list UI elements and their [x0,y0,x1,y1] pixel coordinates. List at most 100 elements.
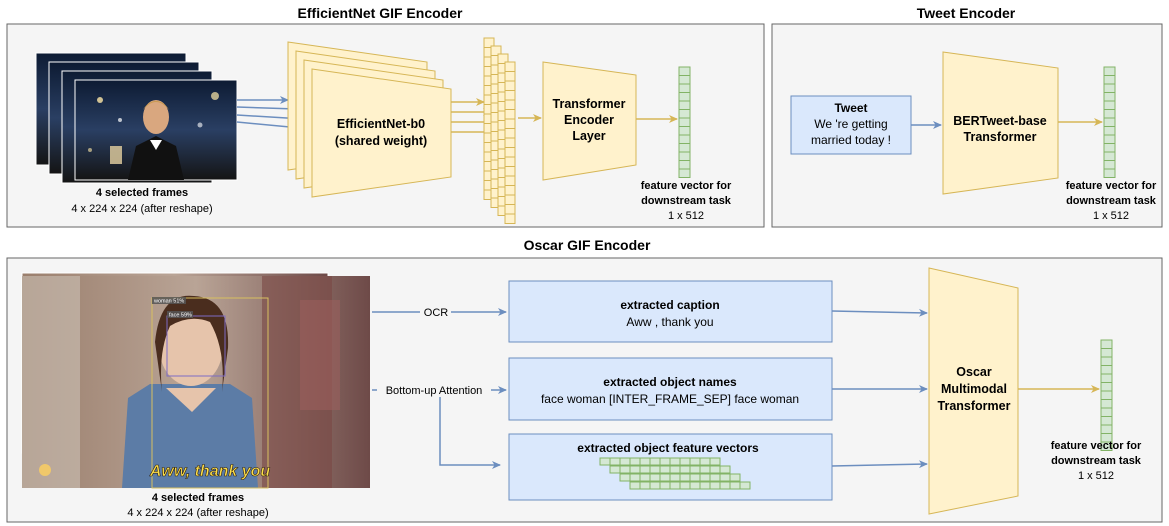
oscar-frames-shape: 4 x 224 x 224 (after reshape) [127,507,268,519]
gif-frame-front [74,79,238,181]
feature-cell [689,481,701,490]
tweet-input-line2: married today ! [811,133,891,147]
feature-cell [639,465,651,474]
feature-cell [689,465,701,474]
efficientnet-output-label-line1: feature vector for [641,180,732,192]
vector-cell [1103,134,1116,144]
tweet-input-box [790,95,912,155]
feature-cell [729,481,741,490]
extracted-object-names-text: face woman [INTER_FRAME_SEP] face woman [541,392,799,406]
token-cell [504,99,516,110]
extracted-caption-box [508,280,833,343]
vector-cell [678,126,691,136]
vector-cell [1103,126,1116,136]
tweet-input-title: Tweet [834,101,867,115]
feature-cell [669,465,681,474]
oscar-gif-frame-front: woman 51% face 59% Aww, thank you [22,276,370,489]
bertweet-label-line2: Transformer [964,130,1037,144]
tweet-output-label-line1: feature vector for [1066,180,1157,192]
detection-label-woman: woman 51% [153,299,184,305]
tweet-output-vector [1103,66,1116,178]
token-cell [504,137,516,148]
feature-cell [649,457,661,466]
transformer-label-line2: Encoder [564,113,614,127]
efficientnet-output-label-line2: downstream task [641,195,732,207]
vector-cell [678,83,691,93]
vector-cell [1100,382,1113,392]
feature-cell [629,481,641,490]
vector-cell [1100,416,1113,426]
detection-box-face [166,315,226,377]
feature-cell [709,465,721,474]
token-cell [504,156,516,167]
vector-cell [678,151,691,161]
vector-cell [1100,339,1113,349]
feature-cell [639,481,651,490]
vector-cell [1103,143,1116,153]
token-vectors [483,37,516,224]
vector-cell [1100,356,1113,366]
feature-cell [599,457,611,466]
vector-cell [1100,424,1113,434]
backbone-label-line1: EfficientNet-b0 [337,117,425,131]
vector-cell [678,75,691,85]
oscar-label-line1: Oscar [956,365,992,379]
feature-cell [709,457,721,466]
feature-cell [679,473,691,482]
vector-cell [678,160,691,170]
feature-cell [709,473,721,482]
tweet-input-line1: We 're getting [814,117,887,131]
token-cell [504,166,516,177]
vector-cell [678,117,691,127]
transformer-encoder-layer [542,61,637,181]
vector-cell [1103,151,1116,161]
vector-cell [678,143,691,153]
feature-cell [709,481,721,490]
oscar-output-label-line2: downstream task [1051,455,1142,467]
oscar-output-vector [1100,339,1113,451]
transformer-label-line1: Transformer [553,97,626,111]
feature-cell [629,465,641,474]
feature-cell [659,473,671,482]
feature-cell [609,465,621,474]
vector-cell [678,168,691,178]
vector-cell [1100,348,1113,358]
feature-cell [619,465,631,474]
bertweet-label-line1: BERTweet-base [953,114,1047,128]
efficientnet-backbone [287,41,452,198]
vector-cell [1100,373,1113,383]
feature-cell [669,457,681,466]
feature-cell [719,473,731,482]
oscar-frames-stack: woman 51% face 59% Aww, thank you [21,272,370,489]
efficientnet-output-dim: 1 x 512 [668,210,704,222]
token-cell [504,128,516,139]
feature-cell [639,457,651,466]
oscar-panel-title: Oscar GIF Encoder [524,237,651,253]
feature-cell [669,473,681,482]
feature-cell [679,481,691,490]
feature-cell [649,473,661,482]
feature-cell [679,457,691,466]
feature-cell [629,457,641,466]
feature-cell [689,473,701,482]
efficientnet-panel: EfficientNet GIF Encoder 4 selected fram… [6,5,765,228]
oscar-output-label-line1: feature vector for [1051,440,1142,452]
boxes-to-oscar-arrows [831,308,928,469]
feature-cell [629,473,641,482]
tweet-output-dim: 1 x 512 [1093,210,1129,222]
feature-cell [719,481,731,490]
oscar-multimodal-transformer [928,267,1019,515]
efficientnet-frames-label: 4 selected frames [96,187,188,199]
feature-cell [659,457,671,466]
bertweet-transformer [942,51,1059,195]
tweet-output-label-line2: downstream task [1066,195,1157,207]
token-cell [504,213,516,224]
attention-branch-edge[interactable] [439,390,501,469]
feature-cell [719,465,731,474]
efficientnet-panel-title: EfficientNet GIF Encoder [298,5,463,21]
backbone-label-line2: (shared weight) [335,134,427,148]
token-cell [504,90,516,101]
object-feature-vectors-stack [599,457,751,490]
vector-cell [1103,92,1116,102]
